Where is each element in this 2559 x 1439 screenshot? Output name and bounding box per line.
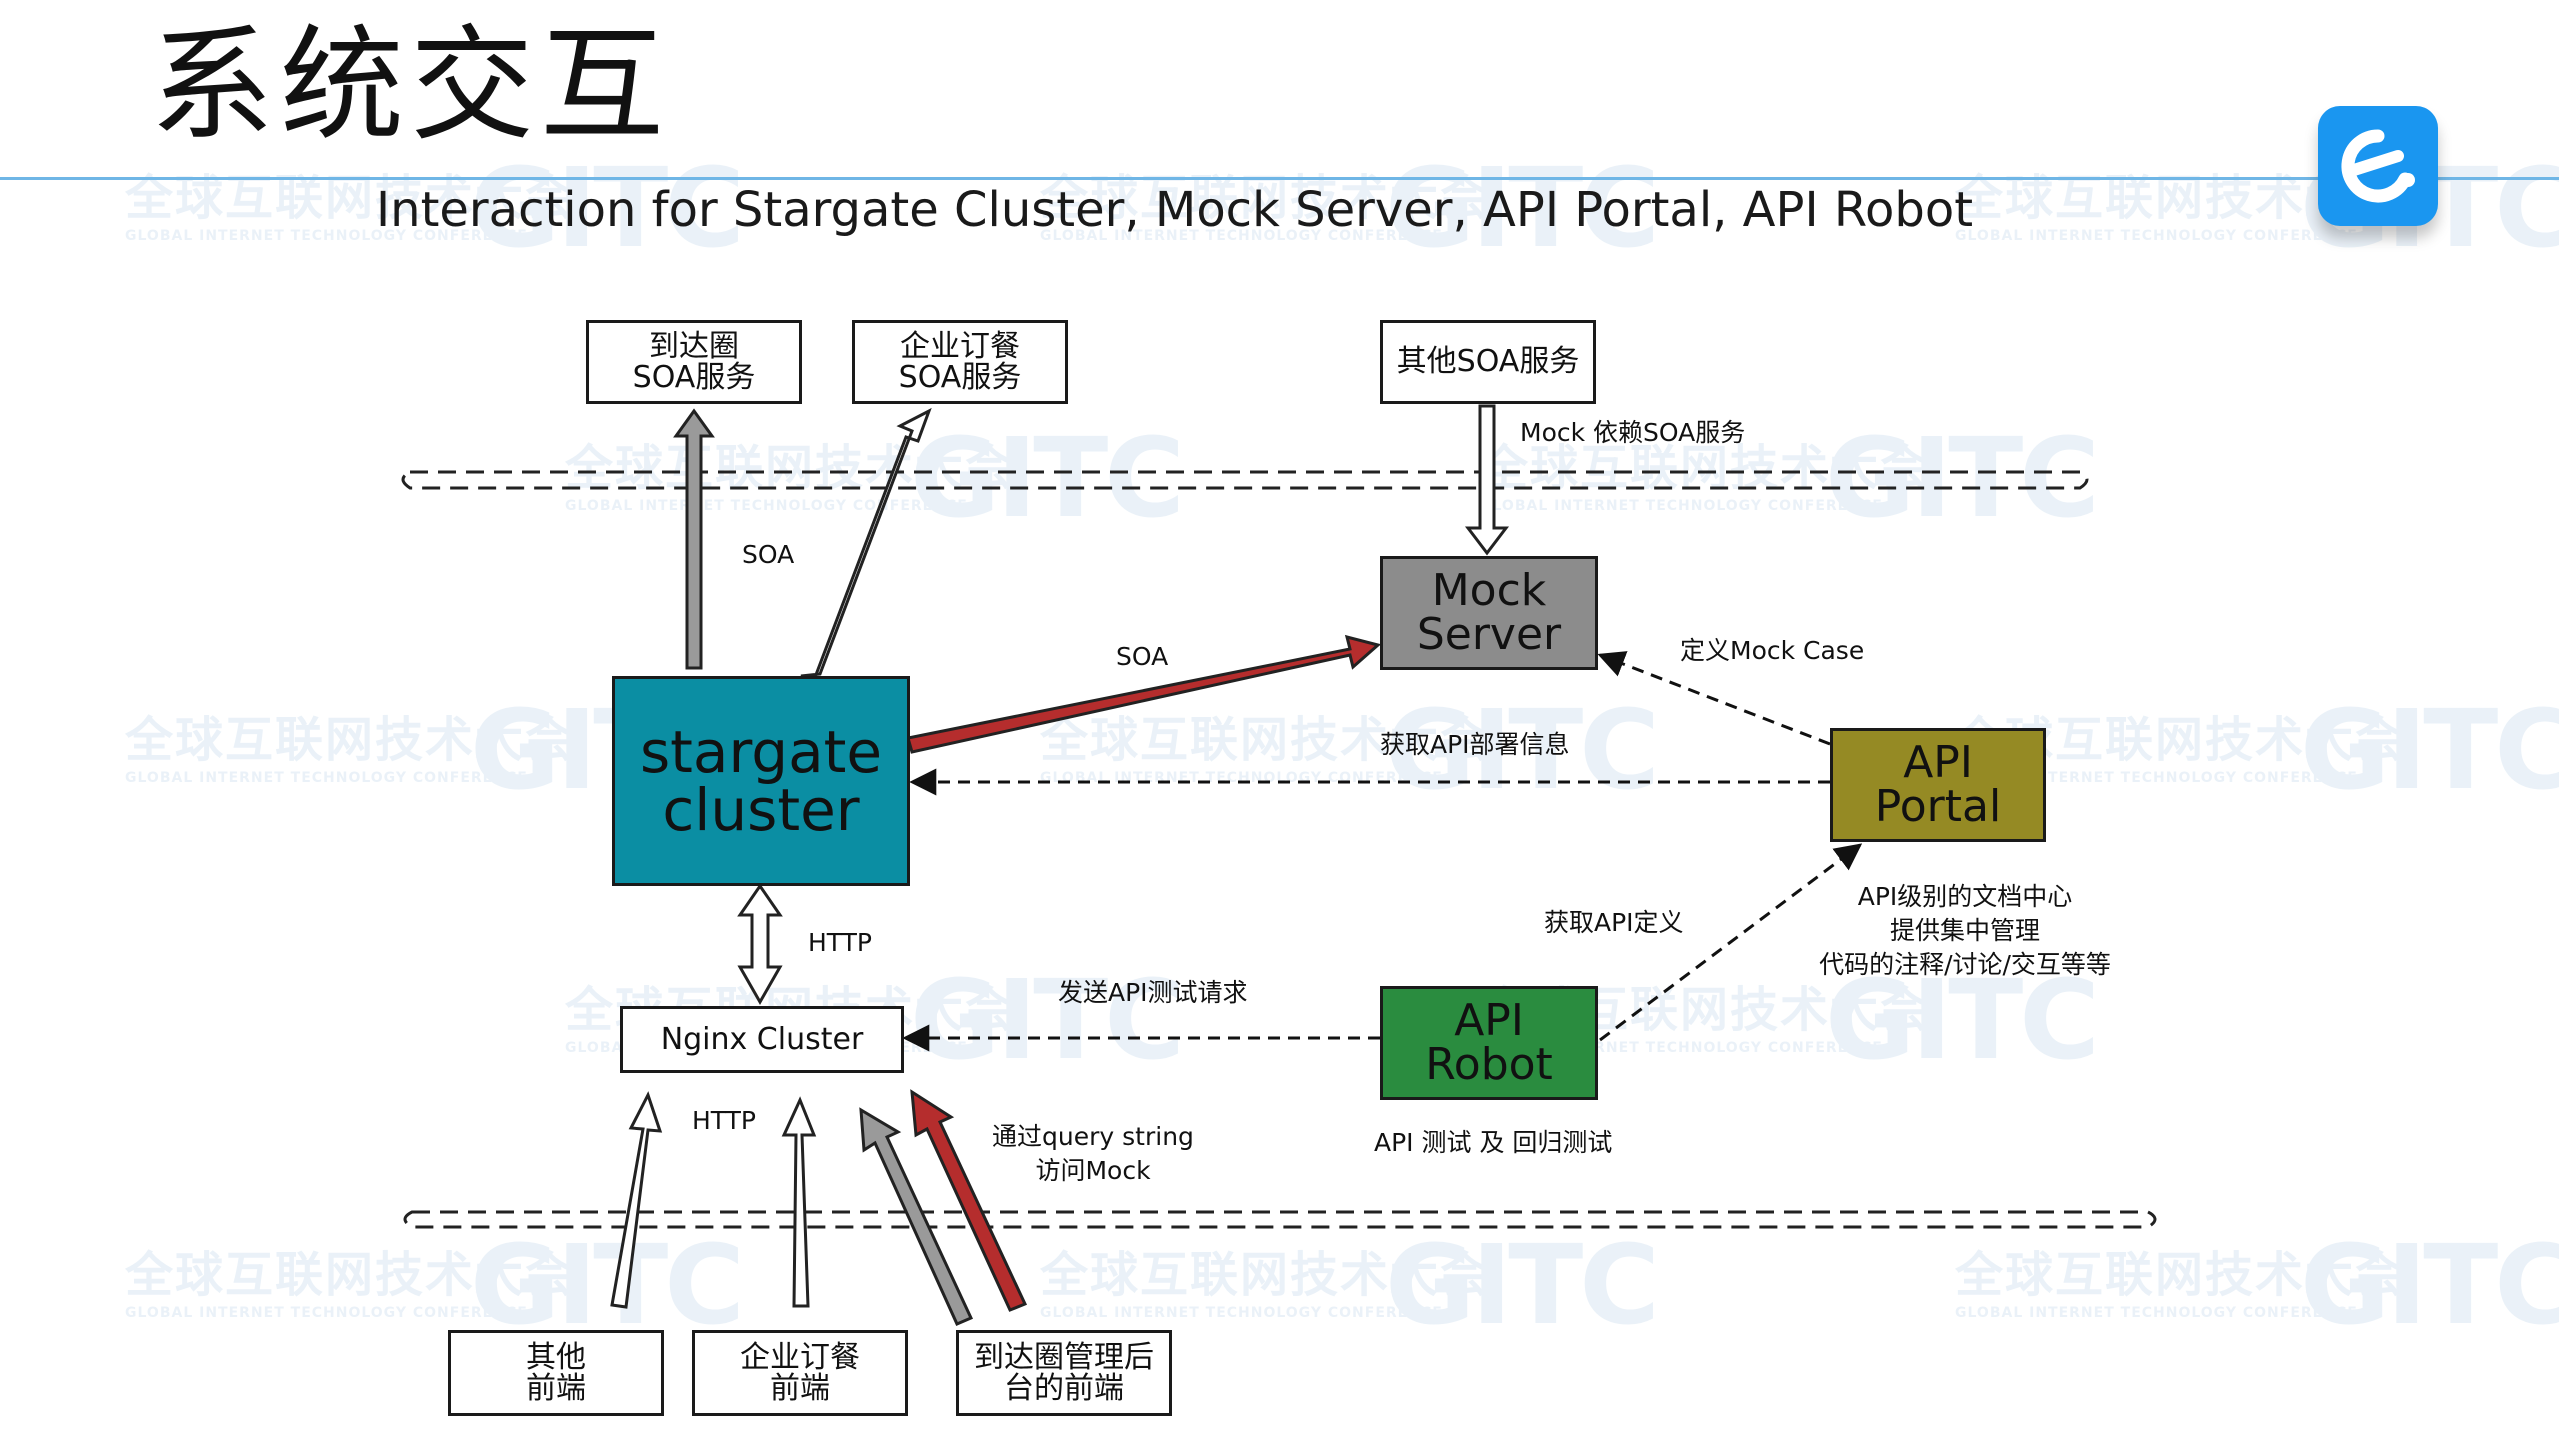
other-frontend-box: 其他 前端 (448, 1330, 664, 1416)
red-soa-arrow (906, 634, 1382, 754)
mock-dependency-label: Mock 依赖SOA服务 (1520, 418, 1746, 447)
mock-dependency-arrow (1464, 404, 1510, 556)
white-soa-arrow (800, 407, 932, 682)
api-portal-box: API Portal (1830, 728, 2046, 842)
lower-boundary (403, 1210, 2157, 1229)
frontend-arrow-red (910, 1089, 1028, 1312)
nginx-cluster-label: Nginx Cluster (660, 1021, 864, 1057)
qiye-frontend-box: 企业订餐 前端 (692, 1330, 908, 1416)
api-portal-label: API Portal (1874, 737, 2002, 832)
define-case-label: 定义Mock Case (1680, 636, 1865, 665)
mock-server-label: Mock Server (1416, 565, 1562, 660)
frontend-arrow-1 (610, 1091, 663, 1309)
daodaquan-soa-box: 到达圈 SOA服务 (586, 320, 802, 404)
soa-left-label: SOA (742, 540, 795, 569)
e-logo-icon (2318, 106, 2438, 226)
qiye-soa-label: 企业订餐 SOA服务 (898, 328, 1022, 395)
daodaquan-frontend-box: 到达圈管理后 台的前端 (956, 1330, 1172, 1416)
api-definition-label: 获取API定义 (1544, 908, 1684, 937)
query-string-label: 通过query string 访问Mock (992, 1122, 1194, 1185)
define-case-line (1597, 651, 1831, 746)
robot-description: API 测试 及 回归测试 (1374, 1128, 1613, 1157)
daodaquan-soa-label: 到达圈 SOA服务 (632, 328, 756, 395)
deploy-info-label: 获取API部署信息 (1380, 730, 1570, 759)
qiye-frontend-label: 企业订餐 前端 (740, 1339, 860, 1406)
other-soa-box: 其他SOA服务 (1380, 320, 1596, 404)
soa-center-label: SOA (1116, 642, 1169, 671)
send-test-label: 发送API测试请求 (1058, 978, 1248, 1007)
portal-description: API级别的文档中心 提供集中管理 代码的注释/讨论/交互等等 (1819, 882, 2111, 979)
api-robot-box: API Robot (1380, 986, 1598, 1100)
daodaquan-frontend-label: 到达圈管理后 台的前端 (974, 1339, 1154, 1406)
api-definition-line (1599, 843, 1863, 1042)
frontend-arrow-gray (859, 1107, 974, 1326)
frontend-arrow-2 (781, 1096, 817, 1308)
page-title: 系统交互 (150, 14, 671, 158)
qiye-soa-box: 企业订餐 SOA服务 (852, 320, 1068, 404)
other-frontend-label: 其他 前端 (526, 1339, 586, 1406)
api-robot-label: API Robot (1425, 995, 1553, 1090)
http-lower-label: HTTP (692, 1106, 756, 1135)
http-upper-label: HTTP (808, 928, 872, 957)
other-soa-label: 其他SOA服务 (1396, 344, 1580, 380)
upper-boundary (401, 470, 2089, 490)
nginx-cluster-box: Nginx Cluster (620, 1006, 904, 1073)
page-subtitle: Interaction for Stargate Cluster, Mock S… (376, 182, 1974, 238)
stargate-cluster-box: stargate cluster (612, 676, 910, 886)
header-divider (0, 177, 2559, 180)
http-double-arrow (737, 883, 783, 1006)
mock-server-box: Mock Server (1380, 556, 1598, 670)
gray-soa-arrow (673, 408, 715, 670)
stargate-cluster-label: stargate cluster (639, 718, 883, 844)
